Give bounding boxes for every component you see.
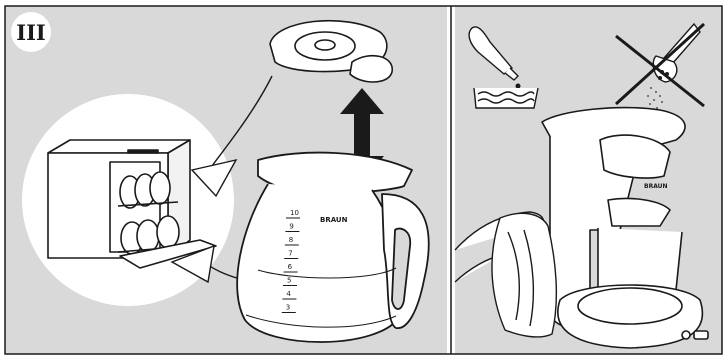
scale-label: 6 (288, 263, 293, 271)
wash-basin-icon (473, 87, 539, 109)
scale-label: 3 (286, 304, 290, 312)
scale-label: 8 (289, 236, 293, 244)
no-abrasive-icon (614, 22, 706, 115)
scale-label: 10 (290, 209, 299, 217)
scale-label: 9 (289, 223, 293, 231)
scale-label: 7 (288, 250, 292, 258)
scale-label: 5 (287, 277, 291, 285)
carafe-lid (269, 19, 393, 83)
dishwasher-illustration (47, 139, 217, 269)
hand-with-cloth (454, 211, 558, 338)
bottle-pour-icon (468, 26, 521, 89)
panel-label-badge: III (11, 12, 51, 52)
carafe-brand: BRAUN (320, 216, 348, 224)
panel-label: III (16, 20, 45, 45)
carafe-illustration (236, 151, 430, 343)
machine-brand: BRAUN (644, 183, 668, 190)
scale-label: 4 (286, 290, 291, 298)
carafe-scale-marks: 10 9 8 7 6 5 4 3 (281, 209, 300, 313)
carafe-scale: BRAUN 10 9 8 7 6 5 4 3 (281, 209, 348, 313)
frame-border (4, 5, 723, 355)
coffee-machine-illustration: BRAUN (541, 106, 709, 349)
arrow-to-dishwasher (190, 75, 273, 198)
